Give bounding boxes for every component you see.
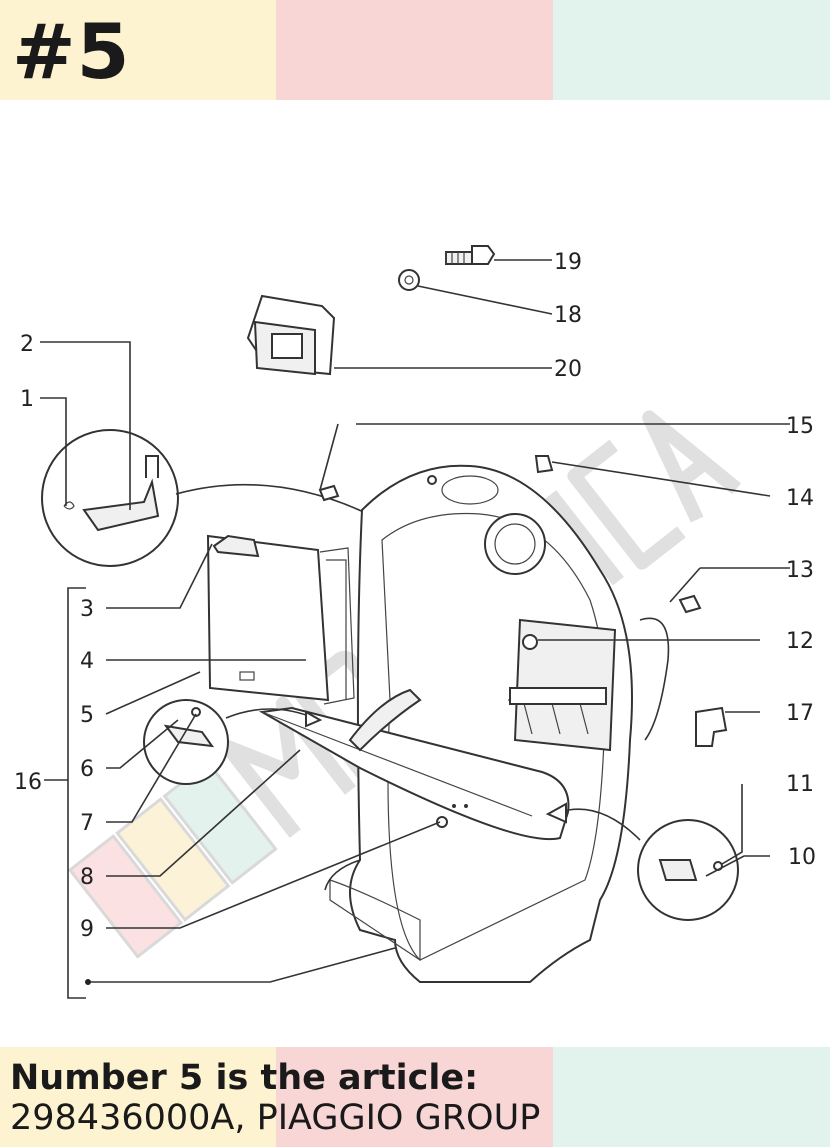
callout-labels: 1 2 3 4 5 6 7 8 9 10 11 12 13 14 15 16 1…: [14, 250, 816, 942]
callout-9: 9: [80, 917, 94, 942]
callout-8: 8: [80, 865, 94, 890]
callout-16: 16: [14, 770, 42, 795]
callout-15: 15: [786, 414, 814, 439]
callout-10: 10: [788, 845, 816, 870]
callout-18: 18: [554, 303, 582, 328]
part-20-grommet: [246, 294, 552, 376]
callout-7: 7: [80, 811, 94, 836]
callout-14: 14: [786, 486, 814, 511]
callout-17: 17: [786, 701, 814, 726]
tray-panel: [258, 688, 570, 841]
caption-band: [0, 1047, 830, 1147]
band-green: [553, 0, 830, 100]
callout-13: 13: [786, 558, 814, 583]
callout-2: 2: [20, 332, 34, 357]
callout-6: 6: [80, 757, 94, 782]
band-yellow: [0, 0, 276, 100]
callout-11: 11: [786, 772, 814, 797]
caption-heading: Number 5 is the article:: [10, 1058, 479, 1098]
caption-article: 298436000A, PIAGGIO GROUP: [10, 1098, 541, 1138]
callout-3: 3: [80, 597, 94, 622]
leg-shield-body: [324, 464, 670, 983]
band-pink: [276, 1047, 553, 1147]
detail-circle-right: [545, 802, 739, 921]
callout-4: 4: [80, 649, 94, 674]
part-18-nut: [398, 269, 553, 315]
part-19-bolt: [445, 245, 552, 265]
callout-19: 19: [554, 250, 582, 275]
callout-5: 5: [80, 703, 94, 728]
callout-1: 1: [20, 387, 34, 412]
band-pink: [276, 0, 553, 100]
leader-lines: [40, 341, 790, 999]
glovebox-door: [206, 534, 355, 705]
detail-circle-left: [143, 699, 323, 785]
small-parts: [318, 455, 728, 747]
band-yellow: [0, 1047, 276, 1147]
band-green: [553, 1047, 830, 1147]
callout-12: 12: [786, 629, 814, 654]
header-band: [0, 0, 830, 100]
item-number-badge: #5: [12, 7, 131, 96]
exploded-parts-diagram: 1 2 3 4 5 6 7 8 9 10 11 12 13 14 15 16 1…: [14, 245, 816, 999]
callout-20: 20: [554, 357, 582, 382]
